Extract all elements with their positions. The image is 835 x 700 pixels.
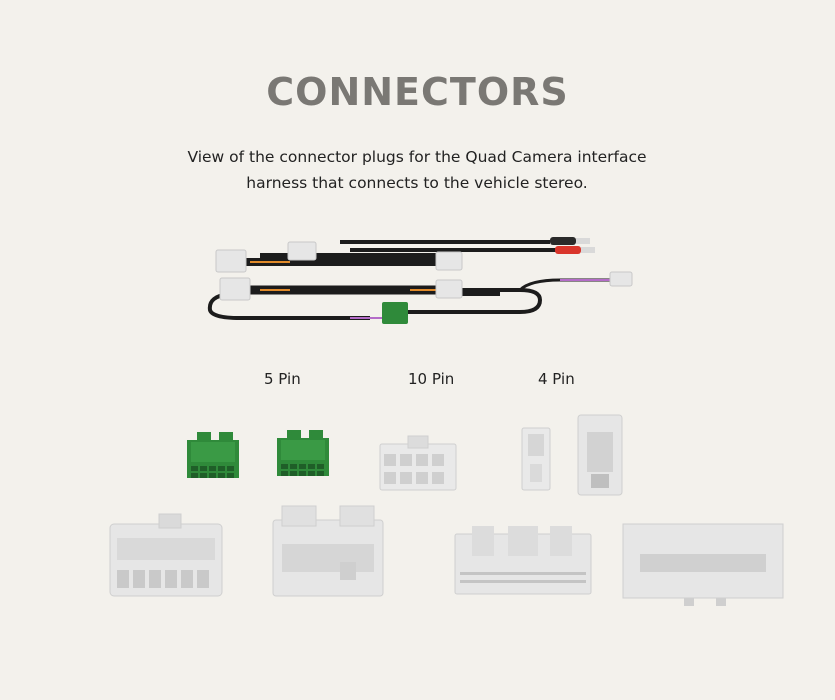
white-10-pin-connector-image [379,435,457,491]
green-connector-image [187,432,239,478]
white-wide-connector-image [454,526,592,595]
page-title: CONNECTORS [266,70,569,114]
label-10-pin: 10 Pin [408,370,455,388]
label-4-pin: 4 Pin [538,370,575,388]
harness-image [207,237,633,324]
white-4-pin-connector-image [521,427,551,491]
label-5-pin: 5 Pin [264,370,301,388]
white-large-connector-image [109,513,223,597]
green-connector-image [277,430,329,476]
page-description: View of the connector plugs for the Quad… [187,148,647,192]
white-4-pin-housing-image [577,414,623,496]
white-large-connector-image [272,505,384,597]
white-wide-connector-image [622,523,784,606]
